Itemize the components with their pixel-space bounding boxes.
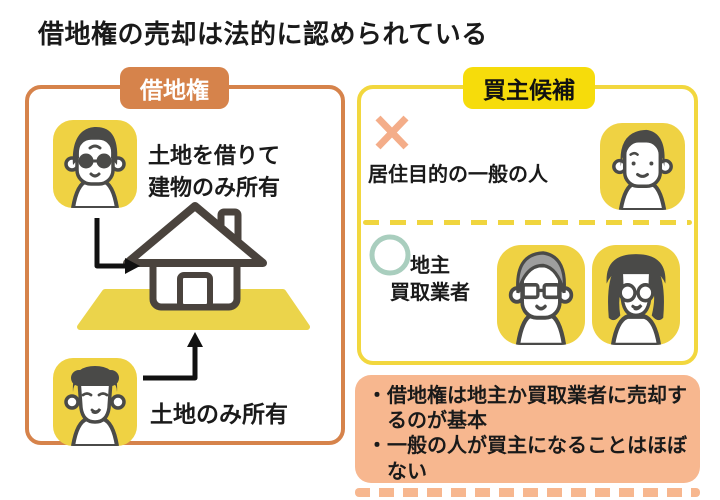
young-man-icon bbox=[600, 123, 685, 210]
landowner-label: 土地のみ所有 bbox=[150, 401, 288, 427]
gray-hair-man-icon bbox=[497, 245, 585, 345]
leasehold-badge: 借地権 bbox=[120, 67, 229, 109]
decor-dashed-strip bbox=[355, 488, 700, 497]
buyer-badge: 買主候補 bbox=[463, 67, 595, 109]
arrow-up-icon bbox=[143, 332, 203, 381]
leasehold-panel: 借地権 bbox=[25, 67, 345, 446]
house-land-scene bbox=[77, 202, 310, 381]
buyer-panel: 買主候補 居住目的の一般の人 地主 買取業者 bbox=[357, 67, 698, 365]
house-icon bbox=[123, 202, 267, 311]
summary-note: 借地権は地主か買取業者に売却するのが基本 一般の人が買主になることはほぼない bbox=[355, 375, 700, 483]
dashed-divider bbox=[363, 220, 692, 225]
x-mark-icon bbox=[375, 115, 409, 150]
arrow-down-right-icon bbox=[94, 218, 140, 274]
note-item: 借地権は地主か買取業者に売却するのが基本 bbox=[367, 384, 688, 434]
borrower-label: 土地を借りて 建物のみ所有 bbox=[148, 143, 281, 200]
rejected-label: 居住目的の一般の人 bbox=[368, 164, 548, 186]
page-title: 借地権の売却は法的に認められている bbox=[38, 19, 488, 49]
accepted-label: 地主 買取業者 bbox=[390, 255, 470, 304]
note-item: 一般の人が買主になることはほぼない bbox=[367, 434, 688, 484]
circle-mark-icon bbox=[369, 234, 411, 276]
man-glasses-icon bbox=[53, 120, 137, 208]
woman-glasses-icon bbox=[592, 245, 680, 345]
old-man-icon bbox=[53, 358, 137, 446]
summary-note-list: 借地権は地主か買取業者に売却するのが基本 一般の人が買主になることはほぼない bbox=[367, 384, 688, 485]
